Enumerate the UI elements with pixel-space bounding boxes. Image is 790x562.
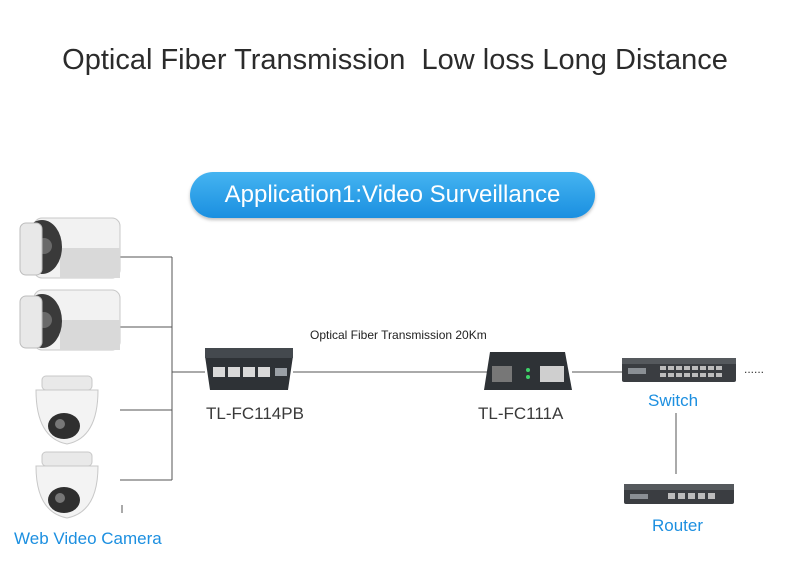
router-label: Router [652, 516, 704, 535]
poe-switch-label: TL-FC114PB [206, 404, 304, 423]
connection-lines [120, 256, 677, 513]
poe-switch-icon [205, 348, 293, 390]
application-banner: Application1:Video Surveillance [190, 172, 595, 218]
bullet-camera-icon [19, 289, 121, 351]
converter-label: TL-FC111A [478, 404, 564, 423]
page-title: Optical Fiber Transmission Low loss Long… [62, 44, 728, 76]
bullet-camera-icon [19, 217, 121, 279]
dome-camera-icon [35, 451, 99, 519]
camera-group-label: Web Video Camera [14, 529, 162, 548]
fiber-link-label: Optical Fiber Transmission 20Km [310, 328, 487, 342]
media-converter-icon [484, 352, 572, 390]
dome-camera-icon [35, 375, 99, 445]
switch-label: Switch [648, 391, 699, 410]
router-icon [624, 484, 734, 504]
more-devices-ellipsis: ...... [744, 362, 765, 376]
network-switch-icon [622, 358, 736, 382]
